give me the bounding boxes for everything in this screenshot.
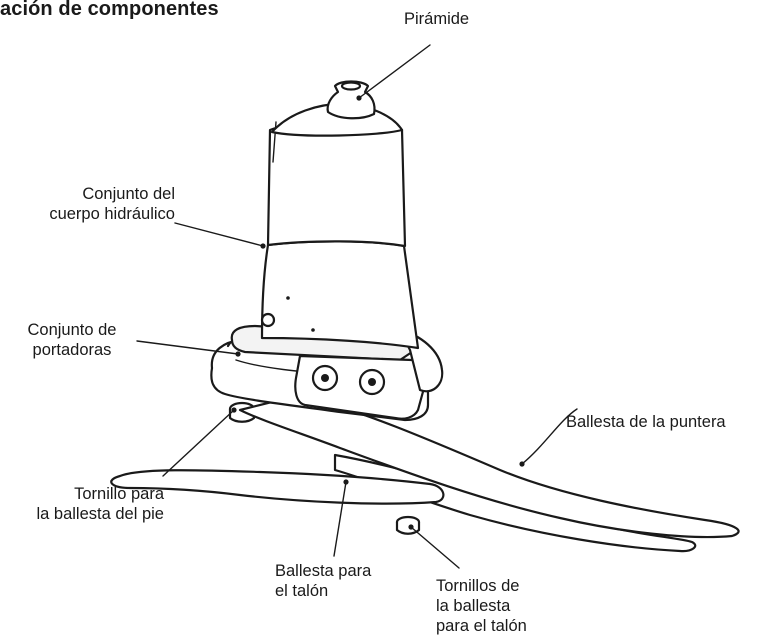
page-title: ación de componentes: [0, 0, 219, 20]
pyramid-adaptor: [326, 80, 376, 120]
leader-puntera: [521, 408, 578, 465]
label-tornillo-ballesta-pie: Tornillo para la ballesta del pie: [36, 485, 164, 523]
label-cuerpo-hidraulico: Conjunto del cuerpo hidráulico: [49, 185, 175, 223]
label-conjunto-portadoras: Conjunto de portadoras: [27, 321, 117, 359]
leader-piramide: [358, 44, 431, 99]
heel-blade: [110, 469, 445, 505]
leader-talon: [333, 481, 347, 557]
leader-tornillo-pie: [162, 409, 235, 477]
label-piramide: Pirámide: [404, 10, 470, 28]
hydraulic-body-lower: [260, 240, 420, 350]
label-ballesta-puntera: Ballesta de la puntera: [566, 413, 726, 431]
label-tornillos-ballesta-talon: Tornillos de la ballesta para el talón: [436, 577, 527, 635]
label-ballesta-talon: Ballesta para el talón: [275, 562, 372, 600]
toe-blade: [238, 393, 740, 539]
leader-portadoras: [136, 340, 239, 355]
hydraulic-body-upper: [266, 119, 407, 248]
leader-tornillos-talon: [410, 526, 460, 569]
leader-cuerpo: [174, 222, 264, 247]
